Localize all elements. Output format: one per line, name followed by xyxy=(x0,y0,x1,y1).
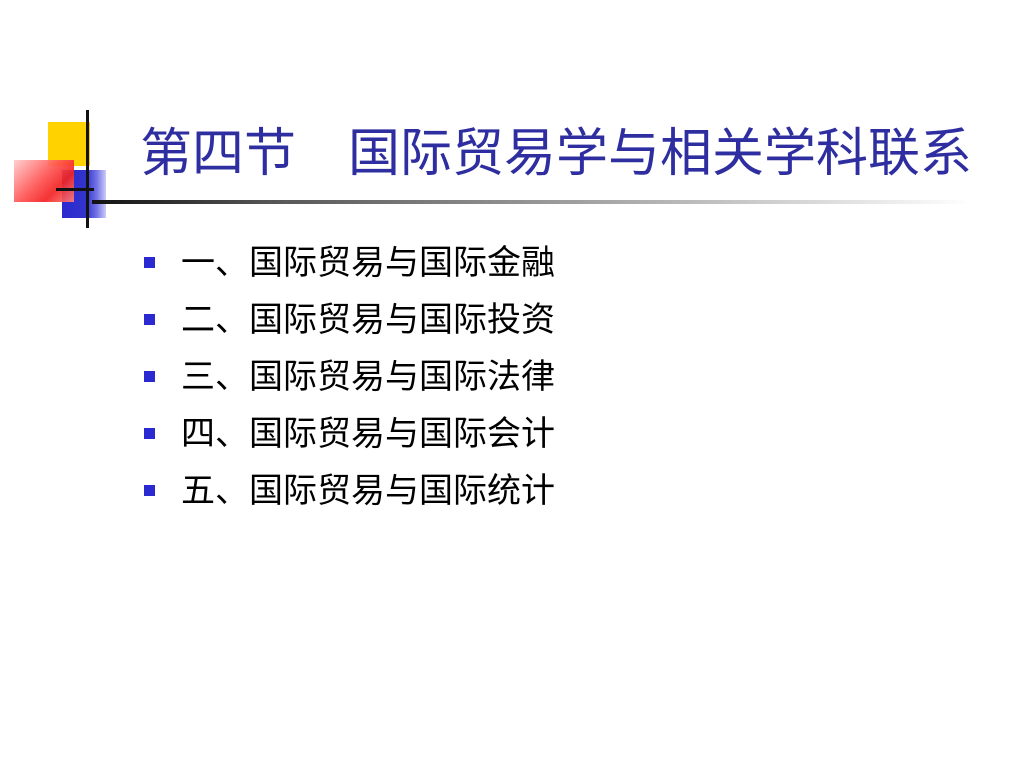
square-bullet-icon xyxy=(144,428,155,439)
vertical-line-shape xyxy=(86,110,89,228)
bullet-item-2: 二、国际贸易与国际投资 xyxy=(144,291,555,348)
bullet-text: 一、国际贸易与国际金融 xyxy=(181,242,555,283)
square-bullet-icon xyxy=(144,257,155,268)
title-divider xyxy=(92,200,972,204)
decorative-logo xyxy=(0,100,150,240)
bullet-item-4: 四、国际贸易与国际会计 xyxy=(144,405,555,462)
bullet-text: 三、国际贸易与国际法律 xyxy=(181,356,555,397)
square-bullet-icon xyxy=(144,314,155,325)
bullet-item-5: 五、国际贸易与国际统计 xyxy=(144,462,555,519)
square-bullet-icon xyxy=(144,485,155,496)
page-title: 第四节 国际贸易学与相关学科联系 xyxy=(140,124,973,184)
bullet-text: 四、国际贸易与国际会计 xyxy=(181,413,555,454)
bullet-item-3: 三、国际贸易与国际法律 xyxy=(144,348,555,405)
yellow-square-shape xyxy=(48,122,90,166)
bullet-text: 二、国际贸易与国际投资 xyxy=(181,299,555,340)
bullet-list: 一、国际贸易与国际金融 二、国际贸易与国际投资 三、国际贸易与国际法律 四、国际… xyxy=(144,234,555,519)
horizontal-line-shape xyxy=(56,188,94,191)
bullet-text: 五、国际贸易与国际统计 xyxy=(181,470,555,511)
bullet-item-1: 一、国际贸易与国际金融 xyxy=(144,234,555,291)
square-bullet-icon xyxy=(144,371,155,382)
red-square-shape xyxy=(14,160,74,202)
